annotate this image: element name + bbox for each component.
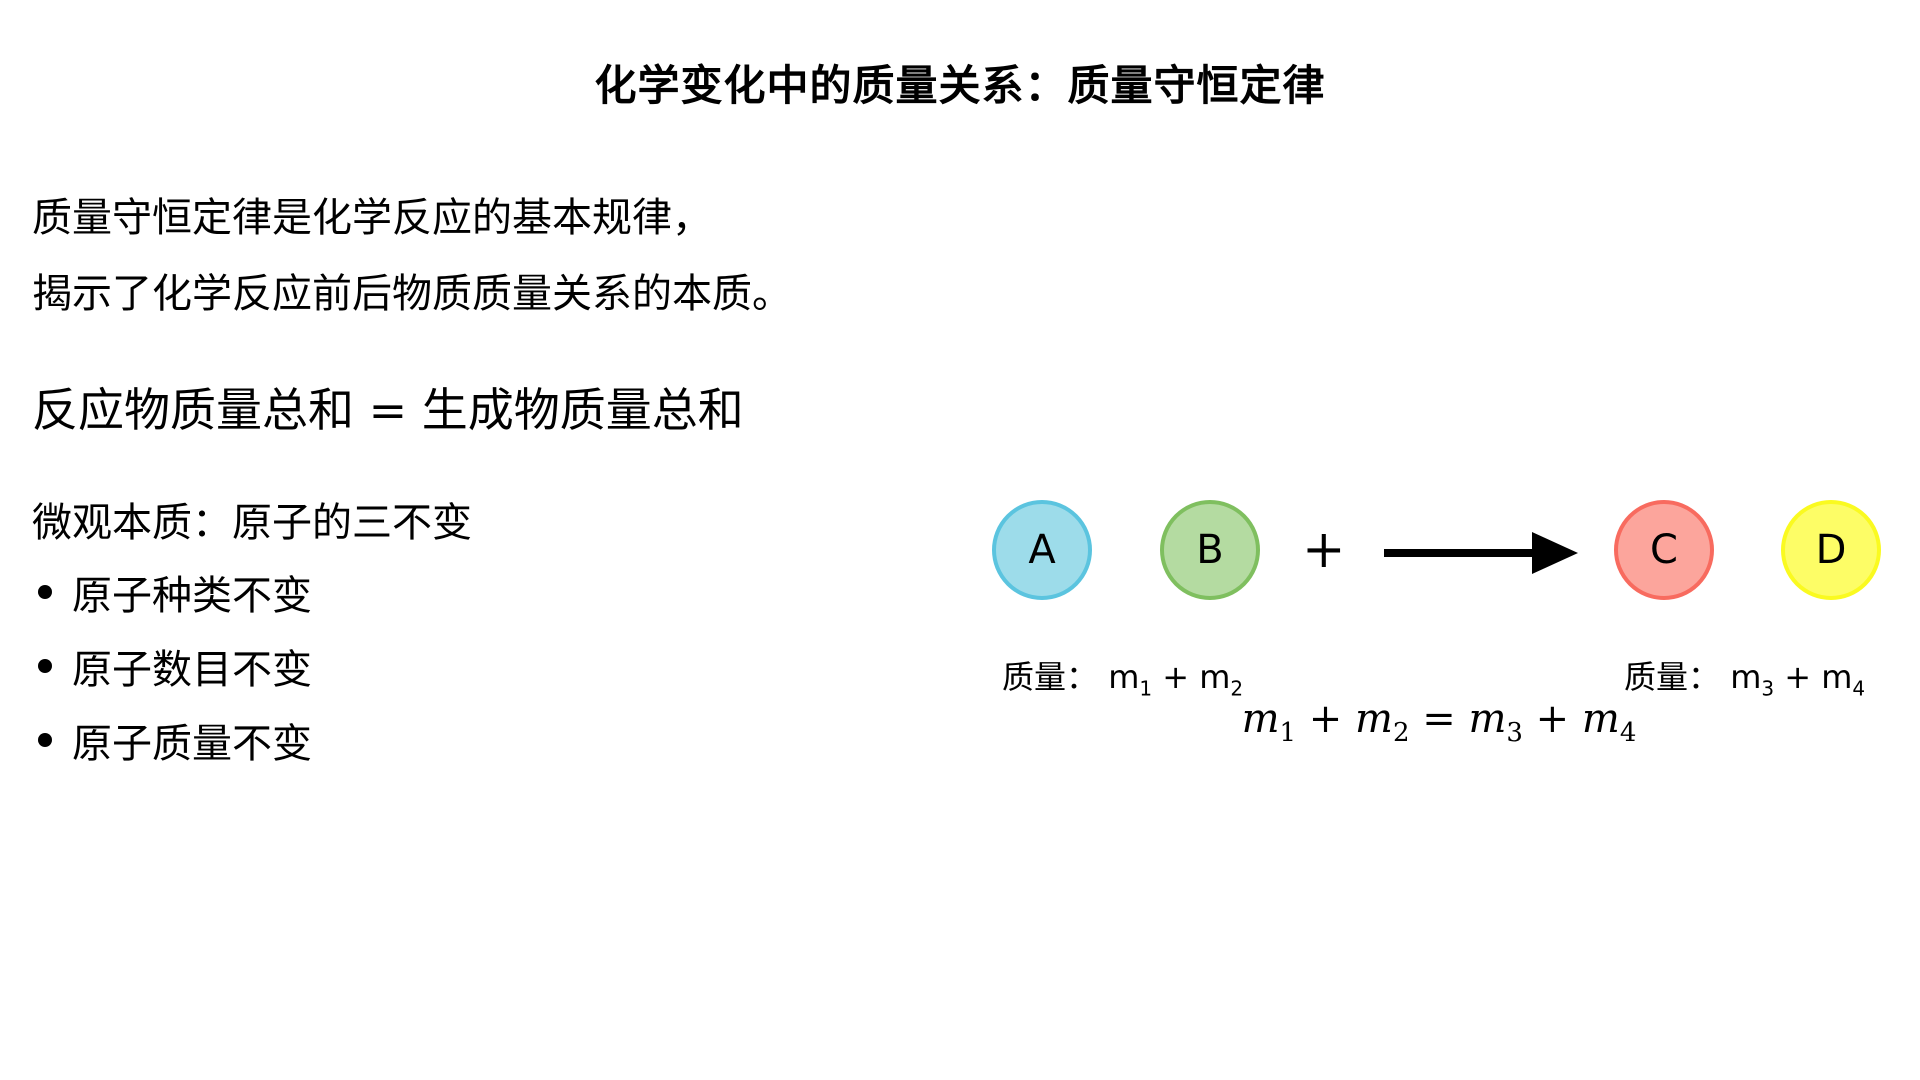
bullet-dot-icon — [38, 733, 52, 747]
bullet-text: 原子种类不变 — [72, 573, 312, 619]
reactant-a-circle: A — [992, 500, 1092, 600]
bullet-dot-icon — [38, 585, 52, 599]
reactant-mass-label: 质量： m1 + m2 — [1002, 658, 1244, 701]
reactant-b-label: B — [1196, 527, 1224, 573]
intro-line-1: 质量守恒定律是化学反应的基本规律， — [32, 195, 712, 241]
reactant-b-circle: B — [1160, 500, 1260, 600]
bullet-dot-icon — [38, 659, 52, 673]
product-d-circle: D — [1781, 500, 1881, 600]
arrow-right-icon — [1384, 532, 1578, 574]
micro-heading: 微观本质：原子的三不变 — [32, 500, 472, 546]
product-c-circle: C — [1614, 500, 1714, 600]
bullet-text: 原子数目不变 — [72, 647, 312, 693]
mass-sum-equation: 反应物质量总和 = 生成物质量总和 — [32, 383, 744, 437]
product-mass-label: 质量： m3 + m4 — [1624, 658, 1866, 701]
plus-sign: + — [1302, 520, 1346, 580]
bullet-text: 原子质量不变 — [72, 721, 312, 767]
bullet-item: 原子质量不变 — [32, 711, 312, 769]
bullet-item: 原子数目不变 — [32, 637, 312, 695]
intro-line-2: 揭示了化学反应前后物质质量关系的本质。 — [32, 271, 792, 317]
reactant-a-label: A — [1028, 527, 1056, 573]
bullet-item: 原子种类不变 — [32, 563, 312, 621]
product-c-label: C — [1650, 527, 1678, 573]
page-title: 化学变化中的质量关系：质量守恒定律 — [594, 61, 1326, 110]
product-d-label: D — [1815, 527, 1847, 573]
conservation-formula: m1 + m2 = m3 + m4 — [1241, 696, 1637, 748]
